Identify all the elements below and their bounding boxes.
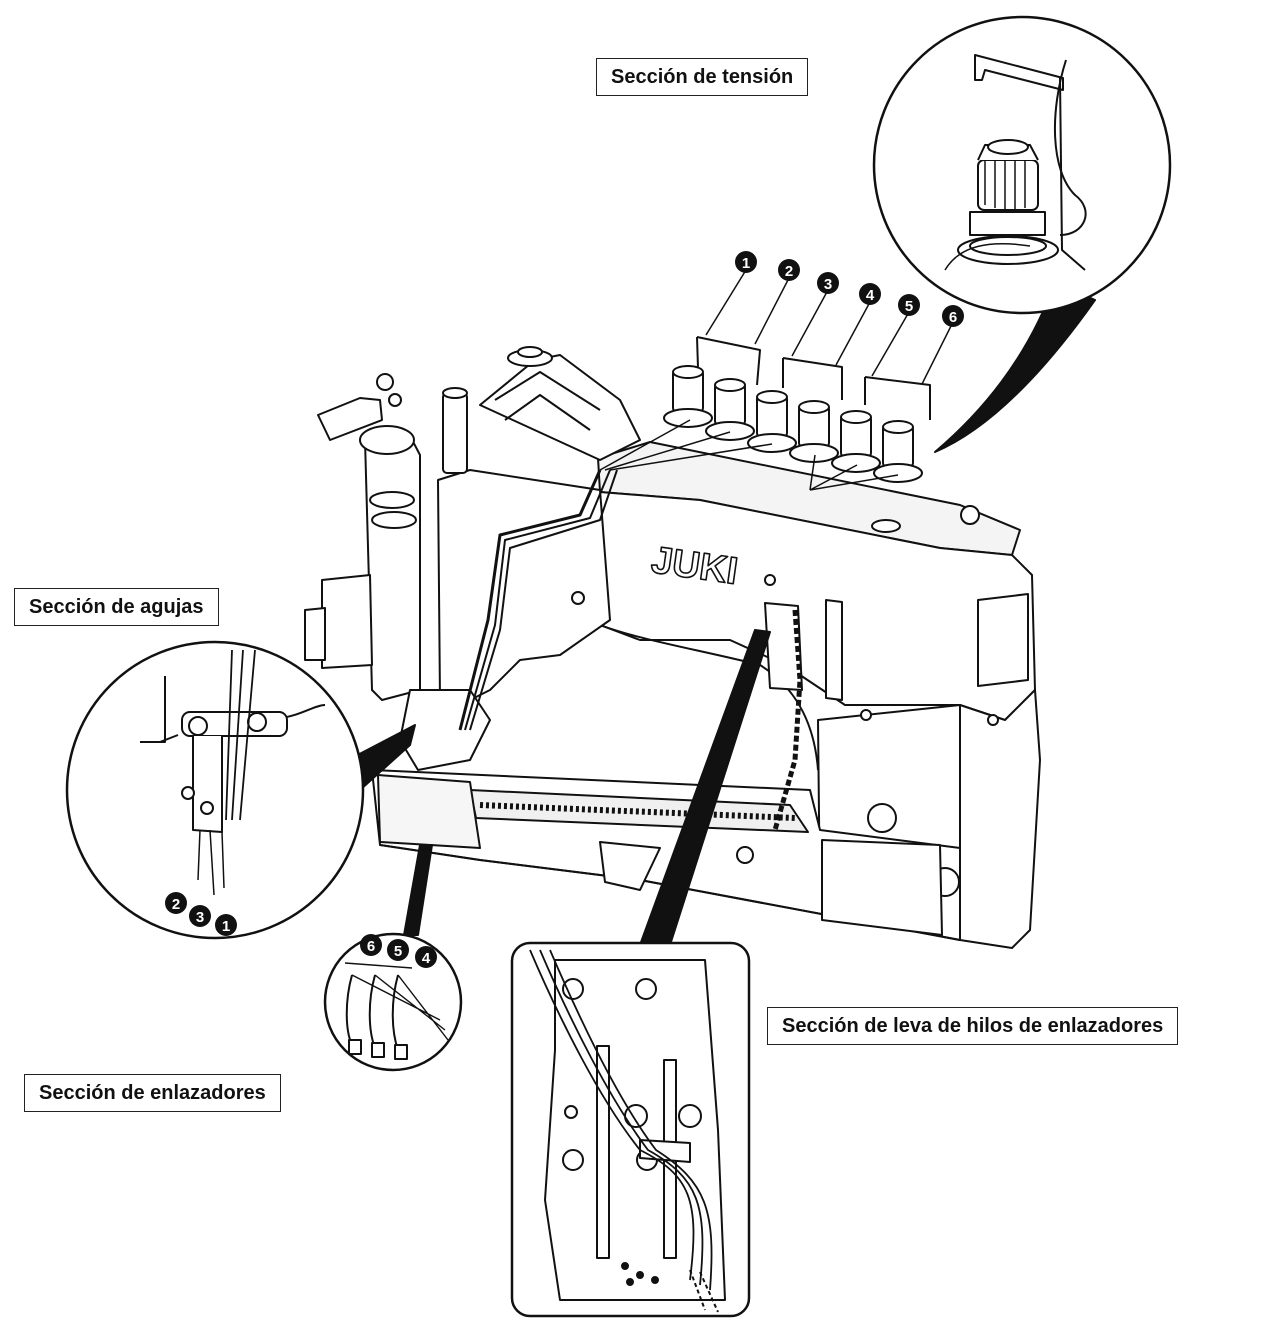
looper-marker-6: 6 xyxy=(360,934,382,956)
tension-marker-1: 1 xyxy=(735,251,757,273)
tension-post-5 xyxy=(831,410,881,473)
loopers-section-label: Sección de enlazadores xyxy=(24,1074,281,1112)
tension-section-label: Sección de tensión xyxy=(596,58,809,96)
needle-detail-callout xyxy=(65,640,416,940)
tension-assembly xyxy=(599,336,931,491)
svg-text:1: 1 xyxy=(742,255,750,272)
needle-marker-2: 2 xyxy=(165,892,187,914)
needle-marker-3: 3 xyxy=(189,905,211,927)
tension-detail-callout xyxy=(872,15,1172,453)
svg-text:4: 4 xyxy=(866,287,875,304)
looper-marker-5: 5 xyxy=(387,939,409,961)
looper-cam-section-label: Sección de leva de hilos de enlazadores xyxy=(767,1007,1179,1045)
svg-text:4: 4 xyxy=(422,950,431,967)
tension-post-4 xyxy=(789,400,839,463)
tension-post-2 xyxy=(705,378,755,441)
cam-detail-callout xyxy=(510,629,771,1318)
tension-post-1 xyxy=(663,365,713,428)
svg-text:2: 2 xyxy=(172,896,180,913)
tension-marker-3: 3 xyxy=(817,272,839,294)
svg-text:5: 5 xyxy=(905,298,913,315)
svg-text:3: 3 xyxy=(824,276,832,293)
tension-marker-6: 6 xyxy=(942,305,964,327)
tension-number-markers: 1 2 3 4 5 6 xyxy=(705,251,964,385)
looper-detail-callout xyxy=(323,844,463,1072)
tension-marker-5: 5 xyxy=(898,294,920,316)
tension-marker-4: 4 xyxy=(859,283,881,305)
tension-post-3 xyxy=(747,390,797,453)
tension-post-6 xyxy=(873,420,923,483)
needle-number-markers: 2 3 1 xyxy=(165,892,237,936)
svg-text:1: 1 xyxy=(222,918,230,935)
svg-text:3: 3 xyxy=(196,909,204,926)
machine-body: JUKI xyxy=(304,346,1041,949)
tension-marker-2: 2 xyxy=(778,259,800,281)
looper-marker-4: 4 xyxy=(415,946,437,968)
svg-text:5: 5 xyxy=(394,943,402,960)
looper-number-markers: 6 5 4 xyxy=(360,934,437,968)
brand-logo: JUKI xyxy=(649,539,741,593)
needles-section-label: Sección de agujas xyxy=(14,588,219,626)
svg-text:2: 2 xyxy=(785,263,793,280)
needle-marker-1: 1 xyxy=(215,914,237,936)
svg-text:6: 6 xyxy=(367,938,375,955)
svg-text:6: 6 xyxy=(949,309,957,326)
